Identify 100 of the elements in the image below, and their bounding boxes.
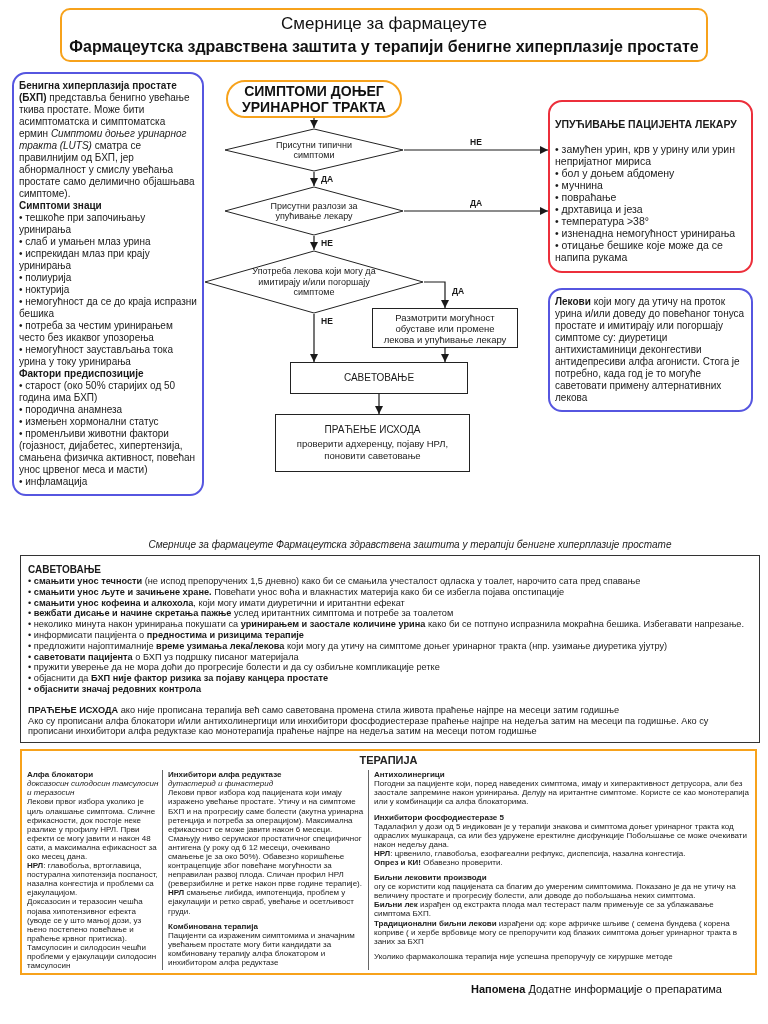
list-item: • полиурија <box>19 272 73 284</box>
arrow <box>375 393 383 415</box>
list-item: • немогућност заустављања тока урина у току уринирања <box>19 344 174 368</box>
list-item: • смањити унос љуте и зачињене хране. Повећати унос воћа и влакнастих материја како би се избегла појава опстипације <box>28 586 566 598</box>
edge-label: ДА <box>320 174 335 184</box>
body-text: огу се користити код пацијената са благим до умереним симптомима. Показано је да не утичу на величину простате и прогресију болести, али доводе до побољшања неких симптома. <box>374 882 737 901</box>
list-item: • смањити унос течности (не испод препоручених 1,5 дневно) како би се смањила учесталост одласка у тоалет, нарочито сата пред спавање <box>28 576 642 587</box>
section-heading: Фактори предиспозиције <box>19 368 145 380</box>
body-text: Ако су прописани алфа блокатори и/или антихолинергици или инхибитори фосфодиестеразе праћење најпре на недеља затим на месеци па годишње. Ако су прописани инхибитори алфа редуктазе као монотерапија праћење најпре на недеља затим на месеци потом годишње <box>28 715 710 738</box>
edge-label: НЕ <box>469 137 483 147</box>
body-text: Пацијенти са израженим симптомима и значајним увећањем простате могу бити кандидати за комбиновану терапију алфа блокатором и инхибитором алфа редуктазе <box>168 930 356 968</box>
info-panel <box>548 288 753 412</box>
list-item: • смањити унос кофеина и алкохола, који могу имати диуретични и иритантни ефекат <box>28 597 406 609</box>
title-banner <box>60 8 708 62</box>
list-item: • дрхтавица и језа <box>555 203 644 215</box>
edge-label: ДА <box>451 286 466 296</box>
process-text: проверити адхеренцу, појаву НРЛ, поновити саветовање <box>295 438 450 462</box>
body-text: Лекови првог избора код пацијената који имају изражено увећање простате. Утичу и на симптоме БХП и на прогресију саме болести (акутна уринарна ретенција и потреба за операцијом). Максимална ефикасност се може јавити након 6 месеци. Смањују ниво серумског простатичног специфичног антигена (у року од 6 12 месеци, очекивано смањење је за око 50%). Обавезно коришћење контрацепције због повећане могућности за неправилан развој плода. Сличан профил НРЛ (реверзибилне и ретке након прве године терапије). <box>168 788 364 889</box>
drug-names: дутастерид и финастерид <box>168 779 275 789</box>
list-item: • старост (око 50% старијих од 50 година има БХП) <box>19 380 177 404</box>
drug-class-heading: Алфа блокатори <box>27 770 95 780</box>
decision-diamond <box>224 186 404 236</box>
list-item: • мучнина <box>555 179 604 191</box>
counseling-panel <box>20 555 760 744</box>
arrow <box>310 117 318 129</box>
body-text: Биљни лек израђен од екстракта плода мал тестераст палм примењује се за ублажавање симптома БХП. <box>374 900 715 919</box>
arrow <box>441 347 449 363</box>
body-text: Традиционални биљни лекови израђени од: коре афричке шљиве ( семена бундева ( корена коприве ( и хербе врбовице могу се препоручити код блажих симптома доњег уринарног тракта в заних за БХП <box>374 918 739 946</box>
list-item: • пружити уверење да не мора доћи до прогресије болести и да су озбиљне компликације ретке <box>28 662 441 674</box>
body-text: Доксазосин и теразосин чешћа појава хипотензивног ефекта (уводе се у што мањој дози, уз њено постепено повећање и праћење крвног притиска). <box>27 897 144 943</box>
title-text: Фармацеутска здравствена заштита у терапији бенигне хиперплазије простате <box>69 36 699 57</box>
list-item: • отицање бешике које може да се напипа рукама <box>555 239 724 263</box>
drug-class-heading: Антихолинергици <box>374 770 446 780</box>
therapy-panel <box>20 749 757 976</box>
info-panel <box>12 72 204 496</box>
drug-class-heading: Биљни лековити производи <box>374 873 488 883</box>
process-text: Размотрити могућност обуставе или промене лекова и упућивање лекару <box>382 311 508 345</box>
drug-class-heading: Инхибитори фосфодиестеразе 5 <box>374 812 505 822</box>
list-item: • немогућност да се до краја испразни бешика <box>19 296 197 320</box>
list-item: • породична анамнеза <box>19 404 124 416</box>
start-terminal <box>226 80 402 118</box>
arrow <box>423 281 449 309</box>
body-text: НРЛ смањење либида, импотенција, проблем у ејакулацији и ретко свраб, увећање и осетљивост груди. <box>168 888 355 916</box>
edge-label: НЕ <box>320 316 334 326</box>
list-item: • објаснити да БХП није фактор ризика за појаву канцера простате <box>28 673 329 684</box>
list-item: • слаб и умањен млаз урина <box>19 236 152 248</box>
edge-label: НЕ <box>320 238 334 248</box>
list-item: • предложити најоптималније време узимања лека/лекова који могу да утичу на симптоме доњег уринарног тракта (нпр. узимање диуретика ујутру) <box>28 640 669 652</box>
section-heading: ТЕРАПИЈА <box>358 754 419 768</box>
arrow <box>310 235 318 251</box>
drug-names: доксазосин силодосин тамсулосин и теразосин <box>27 779 159 798</box>
section-heading: Симптоми знаци <box>19 200 103 212</box>
list-item: • неколико минута након уринирања покушати са уринирањем и заостале количине урина како би се потпуно испразнила мокраћна бешика. Избегавати напрезање. <box>28 619 745 630</box>
edge-label: ДА <box>468 198 484 208</box>
list-item: • замућен урин, крв у урину или урин непријатног мириса <box>555 143 736 167</box>
list-item: • ноктурија <box>19 284 71 296</box>
body-text: НРЛ: црвенило, главобоља, езофагеални рефлукс, диспепсија, назална конгестија. <box>374 848 687 858</box>
process-box <box>290 362 468 394</box>
list-item: • измењен хормонални статус <box>19 416 159 428</box>
list-item: • бол у доњем абдомену <box>555 167 676 179</box>
body-text: Лекови који могу да утичу на проток урина и/или доведу до повећаног тонуса простате и имитирају или погоршају симптоме су: диуретици антихистаминици деконгестиви антидепресиви алфа агонисти. Стога је потребно, када год је то могуће саветовати примену алтернативних лекова <box>555 296 746 404</box>
process-text: САВЕТОВАЊЕ <box>343 372 415 384</box>
intro-paragraph: Бенигна хиперплазија простате (БХП) представља бенигно увећање ткива простате. Може бити асимптоматска и симптоматска ермин Симптоми доњег уринарног тракта (LUTS) сматра се правилнијим од БХП, јер абнормалност у смислу увећања простате само делимично објашњава симптоме). <box>19 80 196 200</box>
body-text: Лекови првог избора уколико је циљ олакшање симптома. Сличне ефикасности, док постоје неке разлике у профилу НРЛ. Први ефекти се могу јавити и након 48 сати, а максимална ефикасност за око месец дана. <box>27 797 158 861</box>
decision-diamond <box>204 250 424 314</box>
body-text: ПРАЋЕЊЕ ИСХОДА ако није прописана терапија већ само саветована промена стила живота праћење најпре на месеци затим годишње <box>28 704 621 716</box>
arrow <box>403 146 549 154</box>
body-text: Тамсулосин и силодосин чешћи проблеми у ејакулацији силодосин тамсулосин <box>27 942 158 971</box>
arrow <box>310 171 318 187</box>
header-text: Смернице за фармацеуте <box>281 13 487 34</box>
section-heading: САВЕТОВАЊЕ <box>28 564 102 576</box>
list-item: • тешкоће при започињању уринирања <box>19 212 147 236</box>
list-item: • информисати пацијента о предностима и ризицима терапије <box>28 630 305 641</box>
list-item: • саветовати пацијента о БХП уз подршку писаног материјала <box>28 651 300 663</box>
arrow <box>310 313 318 363</box>
drug-class-heading: Инхибитори алфа редуктазе <box>168 770 283 780</box>
decision-text: Присутни разлози за упућивање лекару <box>269 200 359 222</box>
list-item: • вежбати дисање и начине скретања пажње услед иритантних симптома и потребе за тоалетом <box>28 608 455 620</box>
body-text: НРЛ: главобоља, вртоглавица, постурална хипотензија поспаност, назална конгестија и проблеми са ејакулацијом. <box>27 861 159 898</box>
process-heading: ПРАЋЕЊЕ ИСХОДА <box>324 424 421 436</box>
list-item: • објаснити значај редовних контрола <box>28 683 203 695</box>
list-item: • променљиви животни фактори (гојазност, дијабетес, хипертензија, смањена физичка активност, повећан унос црвеног меса и масти) <box>19 428 197 476</box>
body-text: Уколико фармаколошка терапија није успешна препоручују се хируршке методе <box>374 951 674 961</box>
body-text: Опрез и КИ! Обавезно проверити. <box>374 858 504 868</box>
process-box <box>275 414 470 472</box>
decision-text: Присутни типични симптоми <box>275 139 353 161</box>
list-item: • изненадна немогућност уринирања <box>555 227 736 239</box>
drug-class-heading: Комбинована терапија <box>168 921 259 931</box>
body-text: Тадалафил у дози од 5 индикован је у терапији знакова и симптома доњег уринарног тракта код одраслих мушкараца, са или без удружене еректилне дисфункције Побољшање се може очекивати након недељу дана. <box>374 821 748 849</box>
referral-panel <box>548 100 753 273</box>
list-item: • инфламација <box>19 476 89 488</box>
arrow <box>403 207 549 215</box>
body-text: Погодни за пацијенте који, поред наведених симптома, имају и хиперактивност детрусора, али без заостале запремине након уринирања. Делују на иритантне симптоме. Користе се као монотерапија или у комбинацији са алфа блокаторима. <box>374 779 750 807</box>
panel-heading: УПУЋИВАЊЕ ПАЦИЈЕНТА ЛЕКАРУ <box>555 118 738 130</box>
list-item: • потреба за честим уринирањем често без икаквог упозорења <box>19 320 174 344</box>
list-item: • температура >38° <box>555 215 650 227</box>
decision-diamond <box>224 128 404 172</box>
list-item: • испрекидан млаз при крају уринирања <box>19 248 151 272</box>
terminal-text: СИМПТОМИ ДОЊЕГ УРИНАРНОГ ТРАКТА <box>241 83 387 115</box>
decision-text: Употреба лекова који могу да имитирају и/или погоршају симптоме <box>251 266 377 298</box>
